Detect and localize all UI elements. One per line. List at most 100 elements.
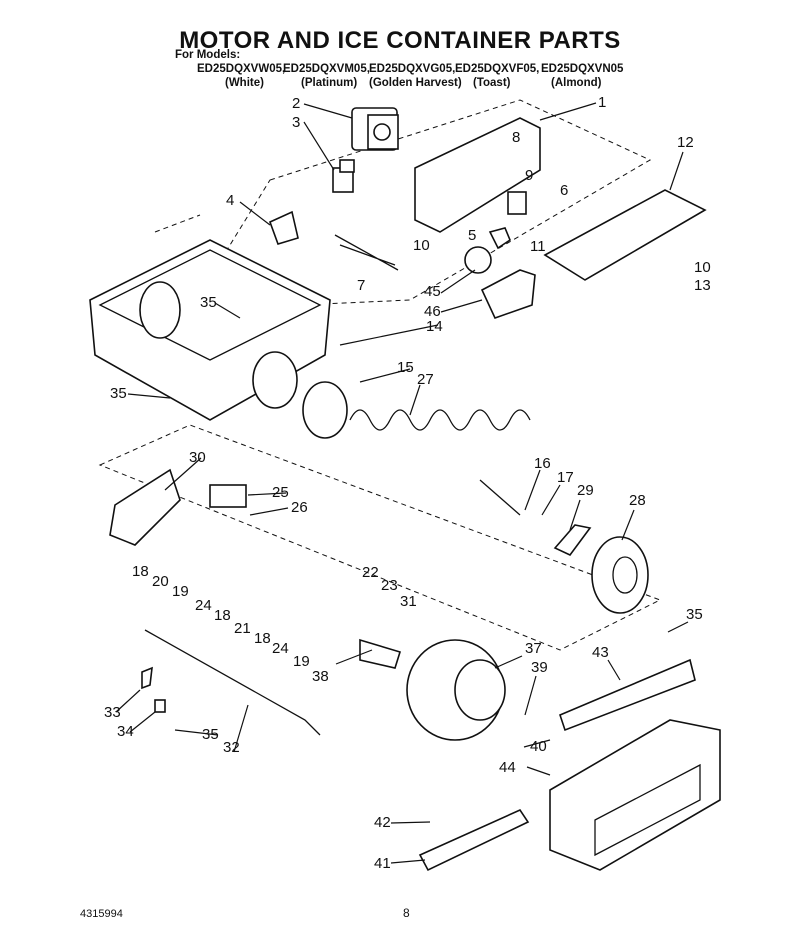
- model-entry: ED25DQXVG05, (Golden Harvest): [369, 62, 462, 90]
- callout: 10: [413, 237, 430, 254]
- callout: 34: [117, 723, 134, 740]
- callout: 35: [110, 385, 127, 402]
- callout: 42: [374, 814, 391, 831]
- callout: 43: [592, 644, 609, 661]
- cover-plate-part: [543, 189, 707, 281]
- callout: 12: [677, 134, 694, 151]
- callout: 20: [152, 573, 169, 590]
- blade-part: [553, 524, 592, 557]
- callout: 35: [200, 294, 217, 311]
- callout: 29: [577, 482, 594, 499]
- callout: 18: [214, 607, 231, 624]
- callout: 8: [512, 129, 520, 146]
- callout: 41: [374, 855, 391, 872]
- callout: 40: [530, 738, 547, 755]
- callout: 19: [293, 653, 310, 670]
- callout: 9: [525, 167, 533, 184]
- callout: 6: [560, 182, 568, 199]
- callout: 31: [400, 593, 417, 610]
- callout: 26: [291, 499, 308, 516]
- callout: 18: [132, 563, 149, 580]
- callout: 27: [417, 371, 434, 388]
- model-color: (Almond): [551, 77, 602, 89]
- control-plate-part: [414, 117, 541, 233]
- rod-part: [144, 629, 321, 736]
- auger-shaft-part: [479, 479, 521, 516]
- document-number: 4315994: [80, 908, 123, 920]
- model-color: (Toast): [473, 77, 511, 89]
- auger-motor-part: [406, 639, 506, 741]
- callout: 25: [272, 484, 289, 501]
- callout: 1: [598, 94, 606, 111]
- callout: 24: [272, 640, 289, 657]
- motor-cover-part: [559, 658, 696, 732]
- callout: 4: [226, 192, 234, 209]
- model-color: (White): [225, 77, 264, 89]
- callout: 14: [426, 318, 443, 335]
- model-entry: ED25DQXVM05, (Platinum): [283, 62, 370, 90]
- callout: 5: [468, 227, 476, 244]
- callout: 37: [525, 640, 542, 657]
- callout: 17: [557, 469, 574, 486]
- clip-part: [141, 666, 153, 690]
- callout: 22: [362, 564, 379, 581]
- model-color: (Platinum): [301, 77, 358, 89]
- switch-part: [507, 191, 527, 215]
- callout: 38: [312, 668, 329, 685]
- socket-part: [488, 227, 511, 250]
- callout: 39: [531, 659, 548, 676]
- gear-part: [209, 484, 247, 508]
- callout: 18: [254, 630, 271, 647]
- model-entry: ED25DQXVF05, (Toast): [455, 62, 539, 90]
- callout: 7: [357, 277, 365, 294]
- callout: 16: [534, 455, 551, 472]
- callout: 23: [381, 577, 398, 594]
- callout: 2: [292, 95, 300, 112]
- motor-part: [351, 107, 399, 151]
- callout: 30: [189, 449, 206, 466]
- for-models-label: For Models:: [175, 49, 241, 61]
- callout: 33: [104, 704, 121, 721]
- callout: 46: [424, 303, 441, 320]
- model-code: ED25DQXVF05,: [455, 63, 540, 75]
- model-entry: ED25DQXVN05 (Almond): [541, 62, 623, 90]
- wheel-part: [591, 536, 649, 614]
- model-code: ED25DQXVG05,: [369, 63, 456, 75]
- model-code: ED25DQXVN05: [541, 63, 624, 75]
- callout: 44: [499, 759, 516, 776]
- light-shield-part: [480, 269, 536, 319]
- callout: 21: [234, 620, 251, 637]
- light-bulb-part: [464, 246, 492, 274]
- callout: 19: [172, 583, 189, 600]
- callout: 45: [424, 283, 441, 300]
- callout: 15: [397, 359, 414, 376]
- callout: 28: [629, 492, 646, 509]
- callout: 13: [694, 277, 711, 294]
- bar-part: [418, 808, 530, 872]
- wire-part: [334, 234, 399, 271]
- auger-part: [349, 409, 531, 431]
- page-title: MOTOR AND ICE CONTAINER PARTS: [179, 27, 621, 54]
- callout: 24: [195, 597, 212, 614]
- page-number: 8: [403, 906, 410, 920]
- leader-line: [154, 214, 201, 233]
- model-color: (Golden Harvest): [369, 77, 462, 89]
- callout: 32: [223, 739, 240, 756]
- callout: 35: [686, 606, 703, 623]
- end-plate-part: [109, 468, 181, 546]
- housing-part: [549, 719, 721, 871]
- auger-assembly-outline: [98, 424, 662, 651]
- model-entry: ED25DQXVW05, (White): [197, 62, 285, 90]
- solenoid-part: [332, 159, 355, 193]
- clip-part: [154, 699, 166, 713]
- leader-lines: [115, 102, 689, 864]
- ice-container-part: [89, 239, 331, 421]
- model-code: ED25DQXVM05,: [283, 63, 370, 75]
- callout: 3: [292, 114, 300, 131]
- bracket-part: [268, 210, 299, 245]
- flange-part: [302, 381, 348, 439]
- model-code: ED25DQXVW05,: [197, 63, 286, 75]
- callout: 10: [694, 259, 711, 276]
- callout: 11: [530, 238, 546, 255]
